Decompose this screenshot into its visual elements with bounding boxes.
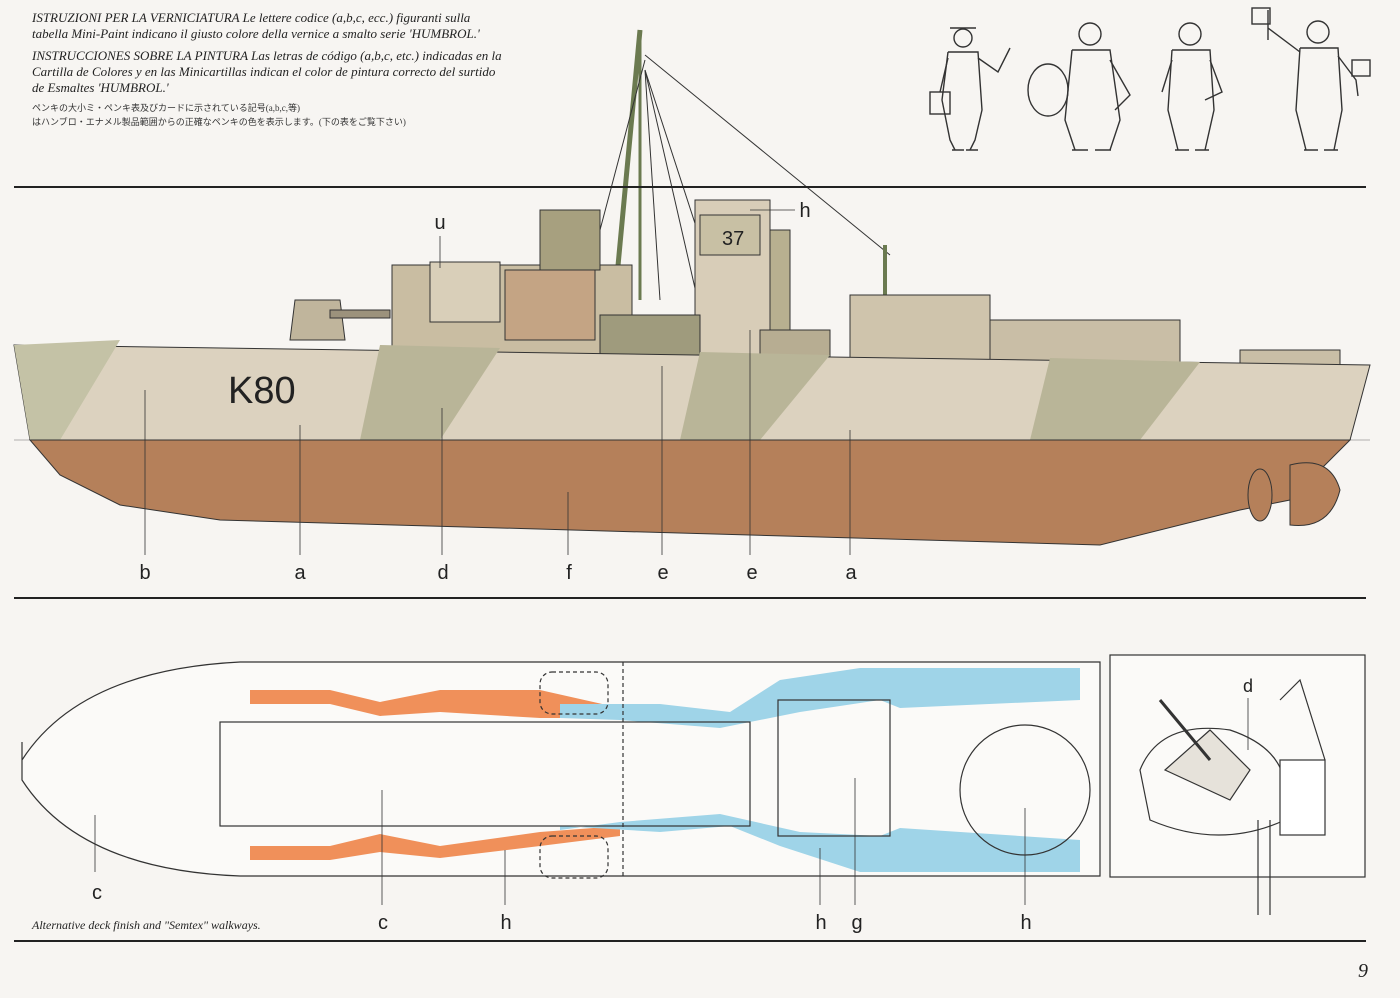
deck-label-c-bow: c — [92, 882, 102, 904]
walkway-orange-bottom — [250, 826, 620, 860]
rule-top — [14, 186, 1366, 188]
deck-plan — [21, 661, 1101, 905]
camo-patch-3 — [680, 352, 830, 440]
rule-middle — [14, 597, 1366, 599]
label-bottom-a-2: a — [845, 562, 857, 584]
deck-block-forward — [219, 721, 751, 827]
instructions-japanese-1: ペンキの大小ミ・ペンキ表及びカードに示されている記号(a,b,c,等) — [32, 103, 300, 113]
sailor-figure-3 — [1161, 22, 1223, 151]
label-bottom-d: d — [437, 562, 449, 584]
rudder — [1289, 462, 1341, 527]
deck-caption: Alternative deck finish and "Semtex" wal… — [32, 918, 261, 932]
ship-side-view: K80 37 — [13, 29, 1371, 555]
walkway-orange-top — [250, 690, 620, 718]
camo-patch-2 — [360, 345, 500, 440]
paint-instructions: ISTRUZIONI PER LA VERNICIATURA Le letter… — [32, 10, 502, 128]
hull-lower — [28, 439, 1352, 546]
label-bottom-e-1: e — [657, 562, 669, 584]
deck-leader-lines — [94, 778, 1026, 905]
page-number: 9 — [1358, 960, 1368, 982]
camo-patch-4 — [1030, 358, 1200, 440]
sailor-figure-4 — [1251, 7, 1371, 151]
deck-label-h-3: h — [1020, 912, 1032, 934]
label-bottom-a-1: a — [294, 562, 306, 584]
walkway-blue-top — [560, 668, 1080, 728]
superstructure — [289, 199, 1341, 371]
label-bottom-f: f — [566, 562, 572, 584]
gun-detail — [1109, 654, 1366, 915]
gun-detail-label-d: d — [1242, 676, 1254, 696]
instructions-italian: ISTRUZIONI PER LA VERNICIATURA Le letter… — [32, 10, 480, 41]
camo-patch-1 — [14, 340, 120, 440]
rule-bottom — [14, 940, 1366, 942]
propeller — [1247, 468, 1273, 522]
sailor-figure-1 — [929, 27, 1011, 151]
hull-number: K80 — [228, 370, 296, 412]
sailor-figures — [929, 7, 1371, 151]
deck-label-h-2: h — [815, 912, 827, 934]
funnel-number: 37 — [722, 228, 744, 250]
deck-block-mid — [777, 699, 891, 837]
deck-label-h-1: h — [500, 912, 512, 934]
deck-label-c: c — [378, 912, 388, 934]
label-top-u: u — [434, 212, 446, 234]
leader-lines — [144, 209, 851, 555]
instructions-japanese-2: はハンブロ・エナメル製品範囲からの正確なペンキの色を表示します。(下の表をご覧下… — [32, 117, 406, 127]
deck-outline — [21, 661, 1101, 877]
label-bottom-b: b — [139, 562, 151, 584]
sailor-figure-2 — [1027, 22, 1131, 151]
instructions-spanish: INSTRUCCIONES SOBRE LA PINTURA Las letra… — [32, 48, 502, 95]
label-top-h: h — [799, 200, 811, 222]
walkway-blue-bottom — [560, 814, 1080, 872]
label-bottom-e-2: e — [746, 562, 758, 584]
deck-label-g: g — [851, 912, 863, 934]
